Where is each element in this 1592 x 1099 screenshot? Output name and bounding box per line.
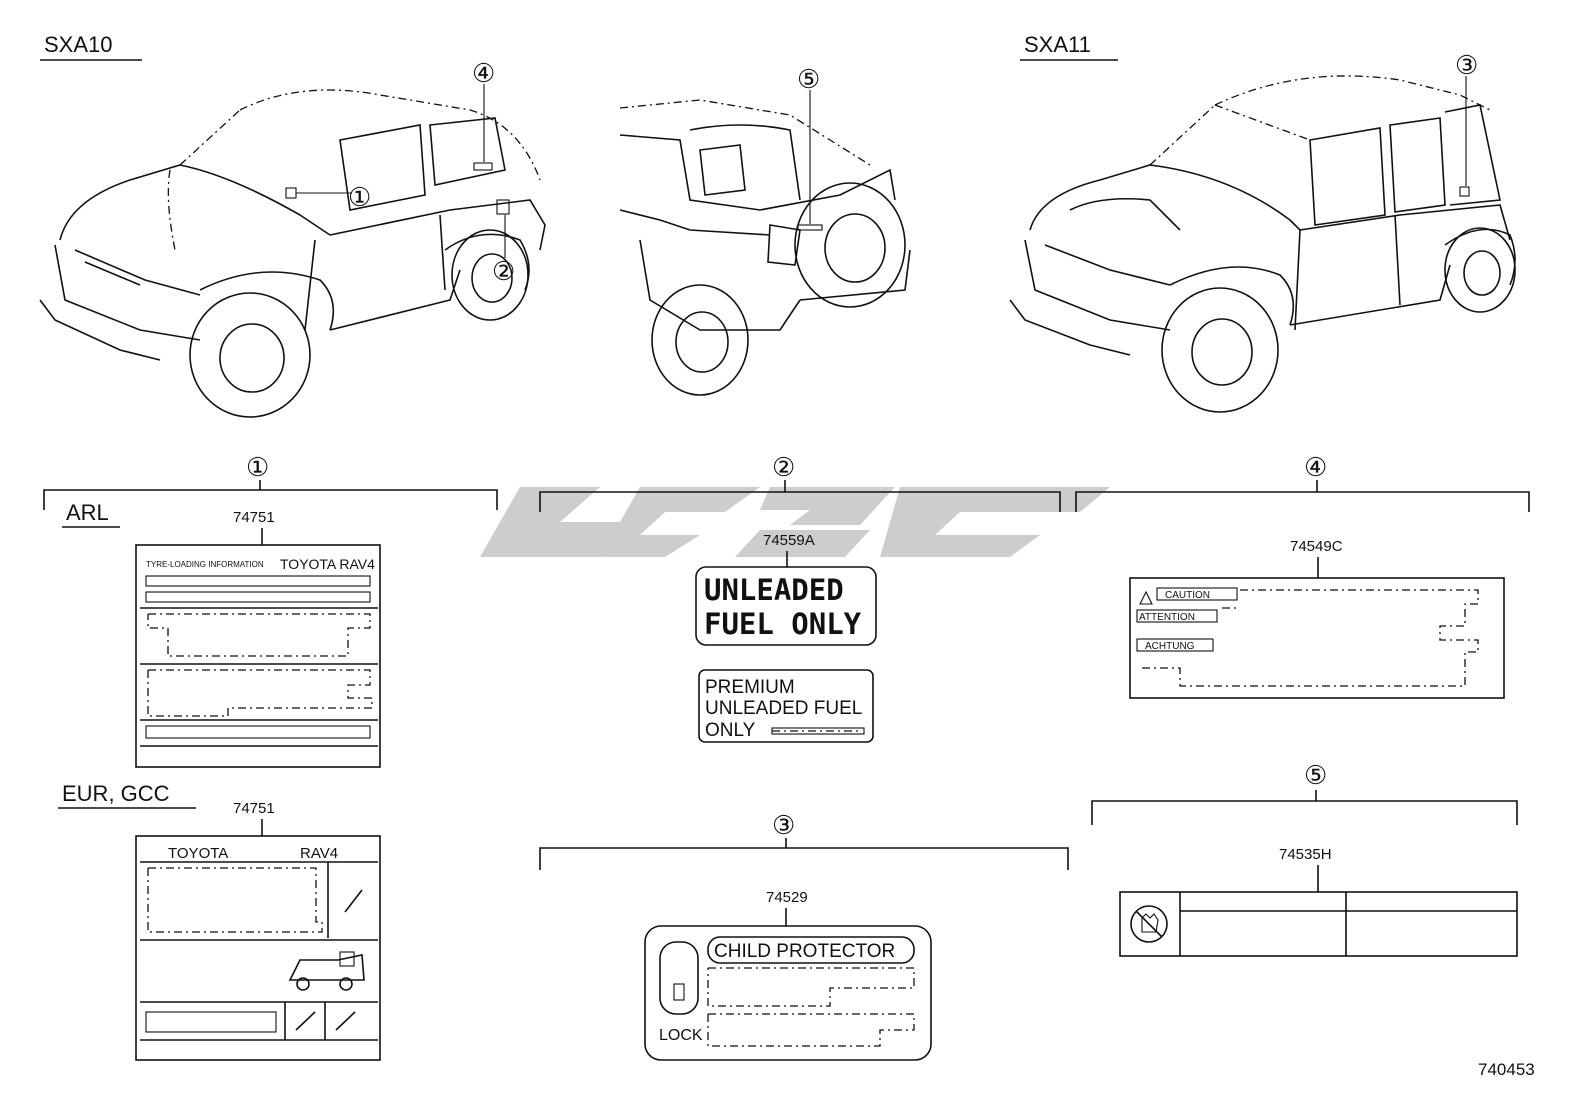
tyre-loading-brand: TOYOTA RAV4 bbox=[280, 556, 375, 572]
callout-3-car: ③ bbox=[1455, 50, 1478, 80]
premium-line-1: PREMIUM bbox=[705, 677, 795, 698]
region-label-eur-gcc: EUR, GCC bbox=[62, 781, 170, 806]
vehicle-icon bbox=[288, 951, 365, 991]
part-number-74535h: 74535H bbox=[1279, 846, 1332, 863]
tyre-loading-title: TYRE-LOADING INFORMATION bbox=[146, 560, 264, 569]
child-protector-text: CHILD PROTECTOR bbox=[714, 941, 895, 962]
unleaded-fuel-label: UNLEADED FUEL ONLY bbox=[695, 566, 877, 646]
caution-label: CAUTION ATTENTION ACHTUNG bbox=[1129, 577, 1505, 699]
group-3-callout: ③ bbox=[772, 810, 795, 840]
callout-4-car: ④ bbox=[472, 58, 495, 88]
part-number-74751-arl: 74751 bbox=[233, 509, 275, 526]
model-header-sxa11: SXA11 bbox=[1024, 32, 1091, 57]
attention-text: ATTENTION bbox=[1139, 612, 1195, 623]
premium-line-3: ONLY bbox=[705, 720, 756, 741]
car-rear-drawing bbox=[619, 90, 911, 396]
premium-line-2: UNLEADED FUEL bbox=[705, 698, 862, 719]
car-sxa11-drawing bbox=[1009, 75, 1516, 413]
unleaded-line-2: FUEL ONLY bbox=[704, 607, 862, 641]
caution-text: CAUTION bbox=[1165, 590, 1210, 601]
airbag-warning-label bbox=[1119, 891, 1518, 957]
warning-triangle-icon bbox=[1139, 590, 1153, 605]
eur-label-brand: TOYOTA bbox=[168, 845, 228, 862]
group-4-callout: ④ bbox=[1304, 452, 1327, 482]
diagram-id: 740453 bbox=[1478, 1060, 1535, 1079]
group-1-callout: ① bbox=[246, 452, 269, 482]
eur-label-model: RAV4 bbox=[300, 845, 338, 862]
callout-1-car: ① bbox=[348, 182, 371, 212]
part-number-74529: 74529 bbox=[766, 889, 808, 906]
tyre-loading-label: TYRE-LOADING INFORMATION TOYOTA RAV4 bbox=[135, 544, 381, 768]
premium-fuel-label: PREMIUM UNLEADED FUEL ONLY bbox=[698, 669, 874, 743]
lock-text: LOCK bbox=[659, 1027, 703, 1044]
part-number-74751-eur: 74751 bbox=[233, 800, 275, 817]
model-header-sxa10: SXA10 bbox=[44, 32, 113, 57]
group-5-callout: ⑤ bbox=[1304, 760, 1327, 790]
callout-5-car: ⑤ bbox=[797, 64, 820, 94]
no-hand-icon bbox=[1130, 905, 1168, 943]
eur-gcc-label: TOYOTA RAV4 bbox=[135, 835, 381, 1061]
group-2-callout: ② bbox=[772, 452, 795, 482]
part-number-74549c: 74549C bbox=[1290, 538, 1343, 555]
callout-2-car: ② bbox=[492, 256, 515, 286]
car-sxa10-drawing bbox=[39, 84, 546, 418]
watermark-logo bbox=[480, 487, 1110, 557]
unleaded-line-1: UNLEADED bbox=[704, 573, 844, 607]
achtung-text: ACHTUNG bbox=[1145, 641, 1195, 652]
child-protector-label: LOCK CHILD PROTECTOR bbox=[644, 925, 932, 1061]
region-label-arl: ARL bbox=[66, 500, 109, 525]
part-number-74559a: 74559A bbox=[763, 532, 815, 549]
